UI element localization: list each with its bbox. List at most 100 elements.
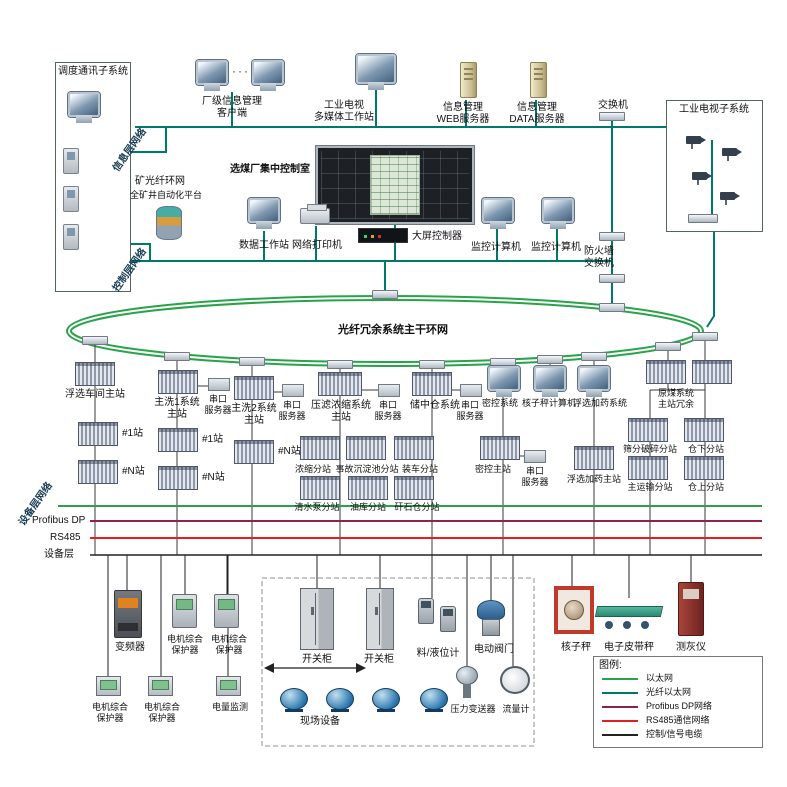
plc-raw-coal-master-icon xyxy=(646,360,686,384)
label-tv-workstation: 工业电视 多媒体工作站 xyxy=(314,100,374,123)
label-belt-scale: 电子皮带秤 xyxy=(604,642,654,653)
label-above-bin-sub: 仓上分站 xyxy=(687,482,724,492)
plc-loading-sub-icon xyxy=(394,436,434,460)
motor-icon xyxy=(372,688,400,712)
label-monitor-pc: 监控计算机 xyxy=(471,242,521,253)
plc-flotation-master-icon xyxy=(75,362,115,386)
tv-workstation-monitor-icon xyxy=(356,54,396,84)
legend-line-profibus xyxy=(602,706,638,708)
camera-icon xyxy=(720,192,740,205)
label-oil-depot-sub: 油库分站 xyxy=(349,502,386,512)
screen-mimic-panel xyxy=(370,155,420,215)
switchgear-icon xyxy=(300,588,334,650)
label-station1: #1站 xyxy=(202,434,224,445)
label-nuclear-scale-pc: 核子秤计算机 xyxy=(522,398,577,408)
label-density-system: 密控系统 xyxy=(481,398,518,408)
plc-under-bin-sub-icon xyxy=(684,418,724,442)
label-rs485: RS485 xyxy=(50,532,81,543)
plc-mid-bin-master-icon xyxy=(412,372,452,396)
electric-valve-icon xyxy=(476,600,506,636)
label-raw-coal-master: 原煤系统 主站冗余 xyxy=(657,388,694,409)
label-screening-crushing-sub: 筛分破碎分站 xyxy=(622,444,677,454)
label-mine-automation-platform: 全矿井自动化平台 xyxy=(129,190,202,200)
plc-dosing-master-icon xyxy=(574,446,614,470)
legend-label-control-cable: 控制/信号电缆 xyxy=(646,729,703,739)
label-control-room: 选煤厂集中控制室 xyxy=(230,164,310,175)
camera-icon xyxy=(722,148,742,161)
label-wash1-master: 主洗1系统 主站 xyxy=(154,397,200,420)
label-level-gauge: 料/液位计 xyxy=(416,648,460,659)
client-ellipsis: ··· xyxy=(232,64,250,78)
plc-gangue-bin-sub-icon xyxy=(394,476,434,500)
plc-density-master-icon xyxy=(480,436,520,460)
ring-switch-icon xyxy=(239,357,265,366)
label-mine-fiber-ring: 矿光纤环网 xyxy=(135,176,185,187)
data-workstation-icon xyxy=(248,198,280,223)
legend-label-ethernet: 以太网 xyxy=(646,673,674,683)
serial-server-icon xyxy=(524,450,546,463)
legend-label-rs485: RS485通信网络 xyxy=(646,715,710,725)
level-gauge-icon xyxy=(418,598,434,624)
dispatch-terminal-icon xyxy=(68,92,100,117)
label-data-workstation: 数据工作站 xyxy=(239,240,289,251)
nuclear-scale-icon xyxy=(554,586,594,634)
label-mid-bin-system: 储中仓系统 xyxy=(410,400,460,411)
dispatch-device-icon xyxy=(63,186,79,212)
flow-meter-icon xyxy=(500,666,530,694)
dispatch-subsystem-box xyxy=(55,62,131,292)
label-motor-protector: 电机综合 保护器 xyxy=(91,702,128,723)
firewall-switch-icon xyxy=(599,232,625,241)
ring-switch-icon xyxy=(164,352,190,361)
label-stationN: #N站 xyxy=(202,472,225,483)
device-bus-lines xyxy=(58,505,762,556)
label-stationN: #N站 xyxy=(122,466,145,477)
plc-stationN-icon xyxy=(158,466,198,490)
vfd-icon xyxy=(114,590,142,638)
plc-stationN-icon xyxy=(78,460,118,484)
plc-wash1-master-icon xyxy=(158,370,198,394)
label-data-server: 信息管理 DATA服务器 xyxy=(509,102,565,125)
label-switchgear: 开关柜 xyxy=(364,654,394,665)
label-serial-server: 串口 服务器 xyxy=(456,400,484,421)
power-monitor-icon xyxy=(216,676,241,696)
motor-protector-icon xyxy=(148,676,173,696)
plc-station1-icon xyxy=(78,422,118,446)
field-area-frame xyxy=(261,577,535,747)
dispatch-device-icon xyxy=(63,224,79,250)
web-server-icon xyxy=(460,62,477,98)
serial-server-icon xyxy=(378,384,400,397)
label-serial-server: 串口 服务器 xyxy=(521,466,549,487)
ring-switch-icon xyxy=(581,352,607,361)
label-device-layer: 设备层 xyxy=(44,549,74,560)
switch-icon xyxy=(599,112,625,121)
motor-protector-icon xyxy=(172,594,197,628)
belt-scale-icon xyxy=(596,598,662,632)
label-dosing-master: 浮选加药主站 xyxy=(566,474,621,484)
legend-title: 图例: xyxy=(599,660,622,671)
ring-switch-icon xyxy=(419,360,445,369)
motor-icon xyxy=(326,688,354,712)
label-field-devices: 现场设备 xyxy=(300,716,340,727)
label-filter-thicken-master: 压滤浓缩系统 主站 xyxy=(311,400,371,423)
legend-label-profibus: Profibus DP网络 xyxy=(646,701,713,711)
legend-line-fiber-ethernet xyxy=(602,692,638,694)
label-screen-controller: 大屏控制器 xyxy=(412,231,462,242)
legend-line-control-cable xyxy=(602,734,638,736)
density-system-monitor-icon xyxy=(488,366,520,391)
label-flotation-master: 浮选车间主站 xyxy=(65,389,125,400)
label-stationN: #N站 xyxy=(278,446,301,457)
label-gangue-bin-sub: 矸石仓分站 xyxy=(394,502,440,512)
plc-above-bin-sub-icon xyxy=(684,456,724,480)
label-motor-protector: 电机综合 保护器 xyxy=(166,634,203,655)
ring-switch-icon xyxy=(82,336,108,345)
plc-main-transport-sub-icon xyxy=(628,456,668,480)
ash-analyzer-icon xyxy=(678,582,704,636)
serial-server-icon xyxy=(460,384,482,397)
firewall-switch-icon xyxy=(599,274,625,283)
label-network-printer: 网络打印机 xyxy=(292,240,342,251)
ring-switch-icon xyxy=(599,303,625,312)
label-fiber-ring: 光纤冗余系统主干环网 xyxy=(338,324,448,336)
label-dosing-system: 浮选加药系统 xyxy=(572,398,627,408)
motor-protector-icon xyxy=(214,594,239,628)
